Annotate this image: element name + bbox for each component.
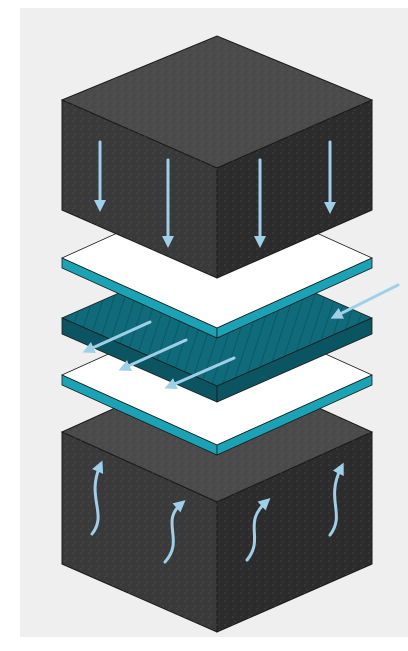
diagram-stage (0, 0, 408, 651)
layered-pad-diagram (0, 0, 408, 651)
